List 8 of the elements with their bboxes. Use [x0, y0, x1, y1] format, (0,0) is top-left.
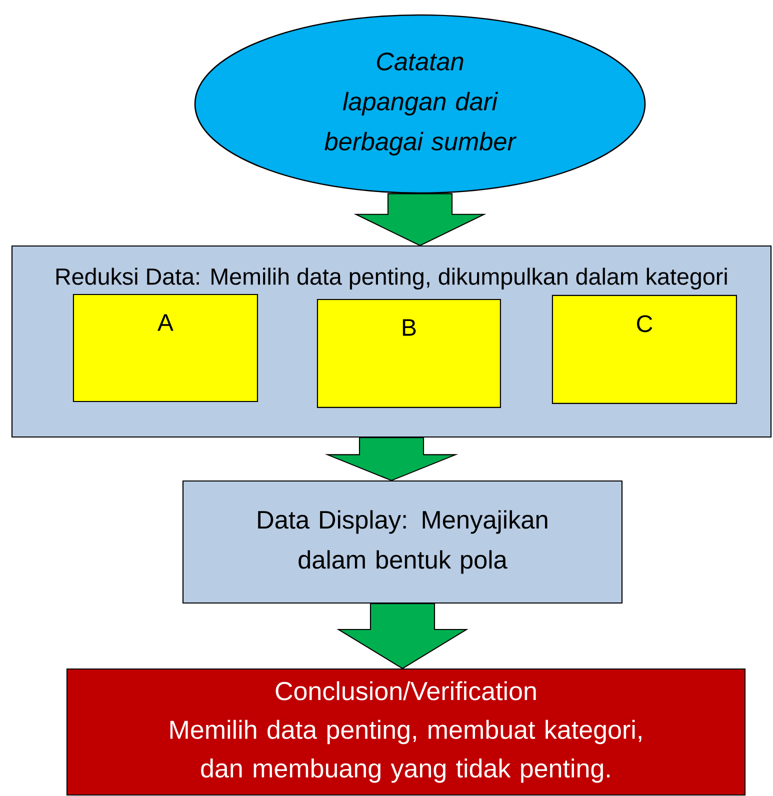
- block-arrow: [354, 193, 486, 246]
- category-card: A: [72, 294, 258, 402]
- conclusion-box: Conclusion/Verification Memilih data penting, membuat kategori, dan membuang yang tidak penting.: [66, 668, 746, 796]
- display-box: Data Display: Menyajikan dalam bentuk pola: [182, 480, 623, 604]
- block-arrow: [324, 437, 458, 482]
- block-arrow: [336, 603, 468, 670]
- category-card: C: [552, 294, 737, 404]
- category-card: B: [316, 298, 501, 408]
